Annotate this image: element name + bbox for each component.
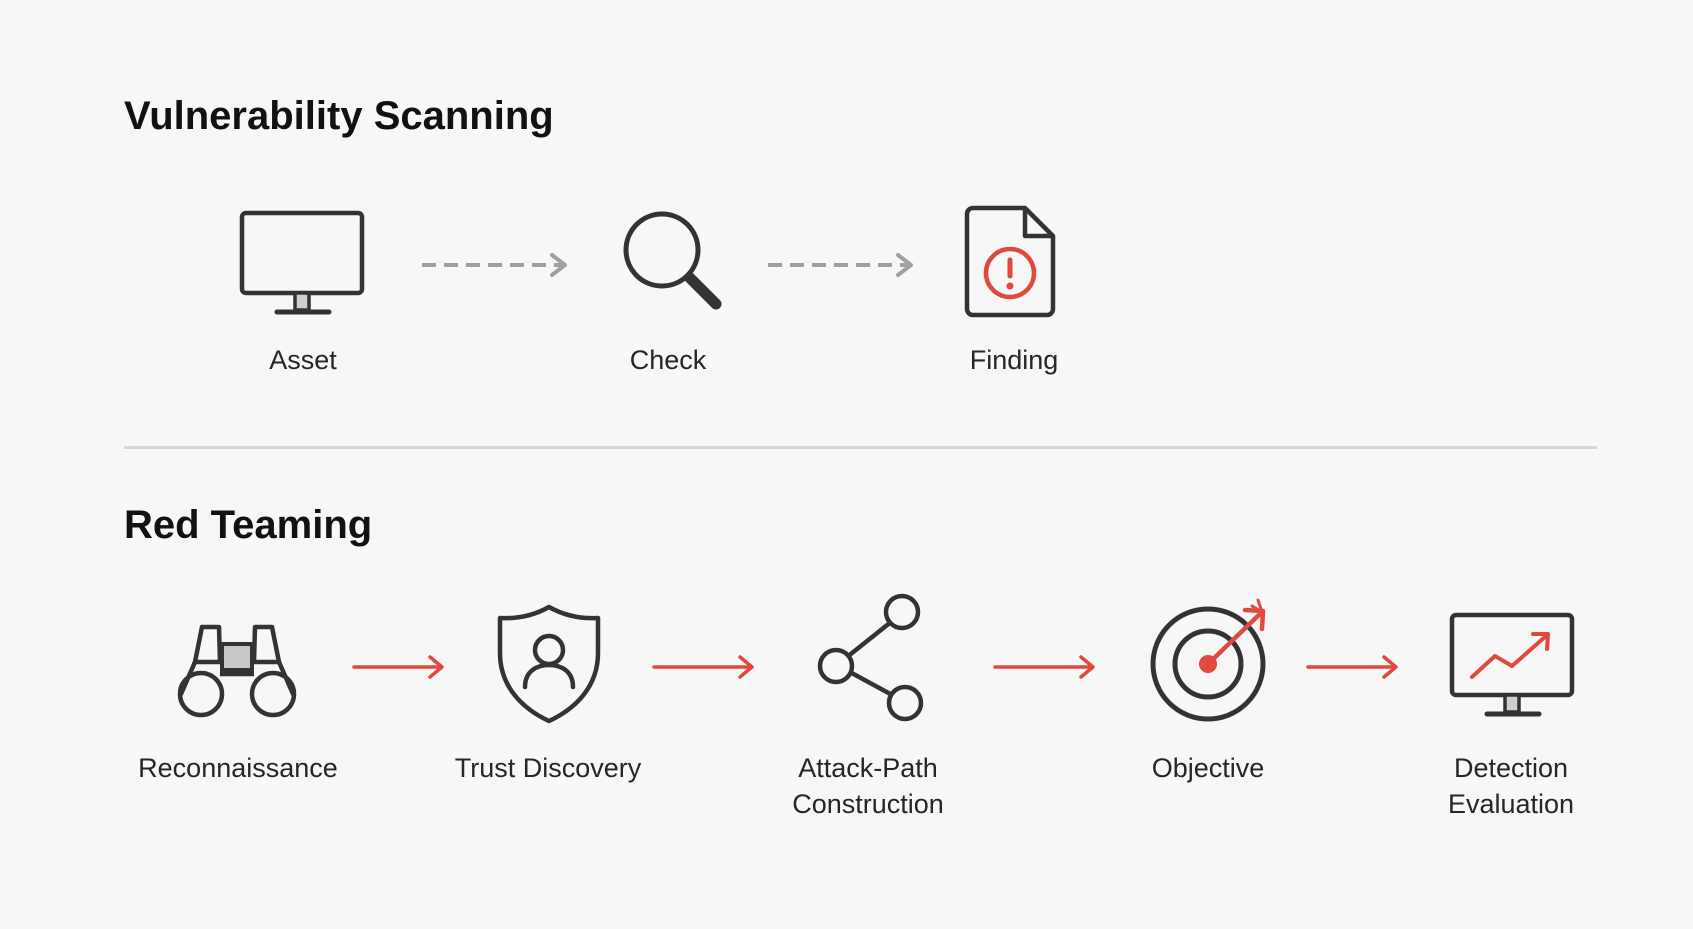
- vulnerability-scanning-title: Vulnerability Scanning: [124, 94, 554, 138]
- red-teaming-title: Red Teaming: [124, 503, 373, 547]
- label-line: Reconnaissance: [138, 753, 338, 783]
- step-label-objective: Objective: [1078, 750, 1338, 786]
- dashed-arrow-icon: [420, 250, 570, 280]
- monitor-chart-icon: [1449, 612, 1577, 722]
- label-line: Construction: [792, 789, 944, 819]
- red-arrow-icon: [993, 652, 1098, 682]
- dashed-arrow-icon: [766, 250, 916, 280]
- red-arrow-icon: [652, 652, 757, 682]
- red-arrow-icon: [1306, 652, 1401, 682]
- step-label-check: Check: [629, 345, 707, 375]
- share-nodes-icon: [815, 590, 930, 725]
- label-line: Trust Discovery: [454, 753, 642, 783]
- magnifier-icon: [620, 208, 730, 318]
- monitor-icon: [239, 210, 367, 320]
- step-label-reconnaissance: Reconnaissance: [108, 750, 368, 786]
- step-label-finding: Finding: [969, 345, 1059, 375]
- step-label-trust-discovery: Trust Discovery: [418, 750, 678, 786]
- red-arrow-icon: [352, 652, 447, 682]
- step-label-detection-evaluation: Detection Evaluation: [1381, 750, 1641, 822]
- section-divider: [124, 446, 1597, 449]
- label-line: Attack-Path: [798, 753, 938, 783]
- binoculars-icon: [175, 622, 300, 718]
- label-line: Detection: [1453, 753, 1569, 783]
- target-arrow-icon: [1146, 598, 1276, 730]
- shield-user-icon: [495, 603, 603, 725]
- document-alert-icon: [964, 205, 1057, 320]
- label-line: Objective: [1151, 753, 1265, 783]
- step-label-asset: Asset: [269, 345, 337, 375]
- step-label-attack-path-construction: Attack-Path Construction: [738, 750, 998, 822]
- label-line: Evaluation: [1447, 789, 1575, 819]
